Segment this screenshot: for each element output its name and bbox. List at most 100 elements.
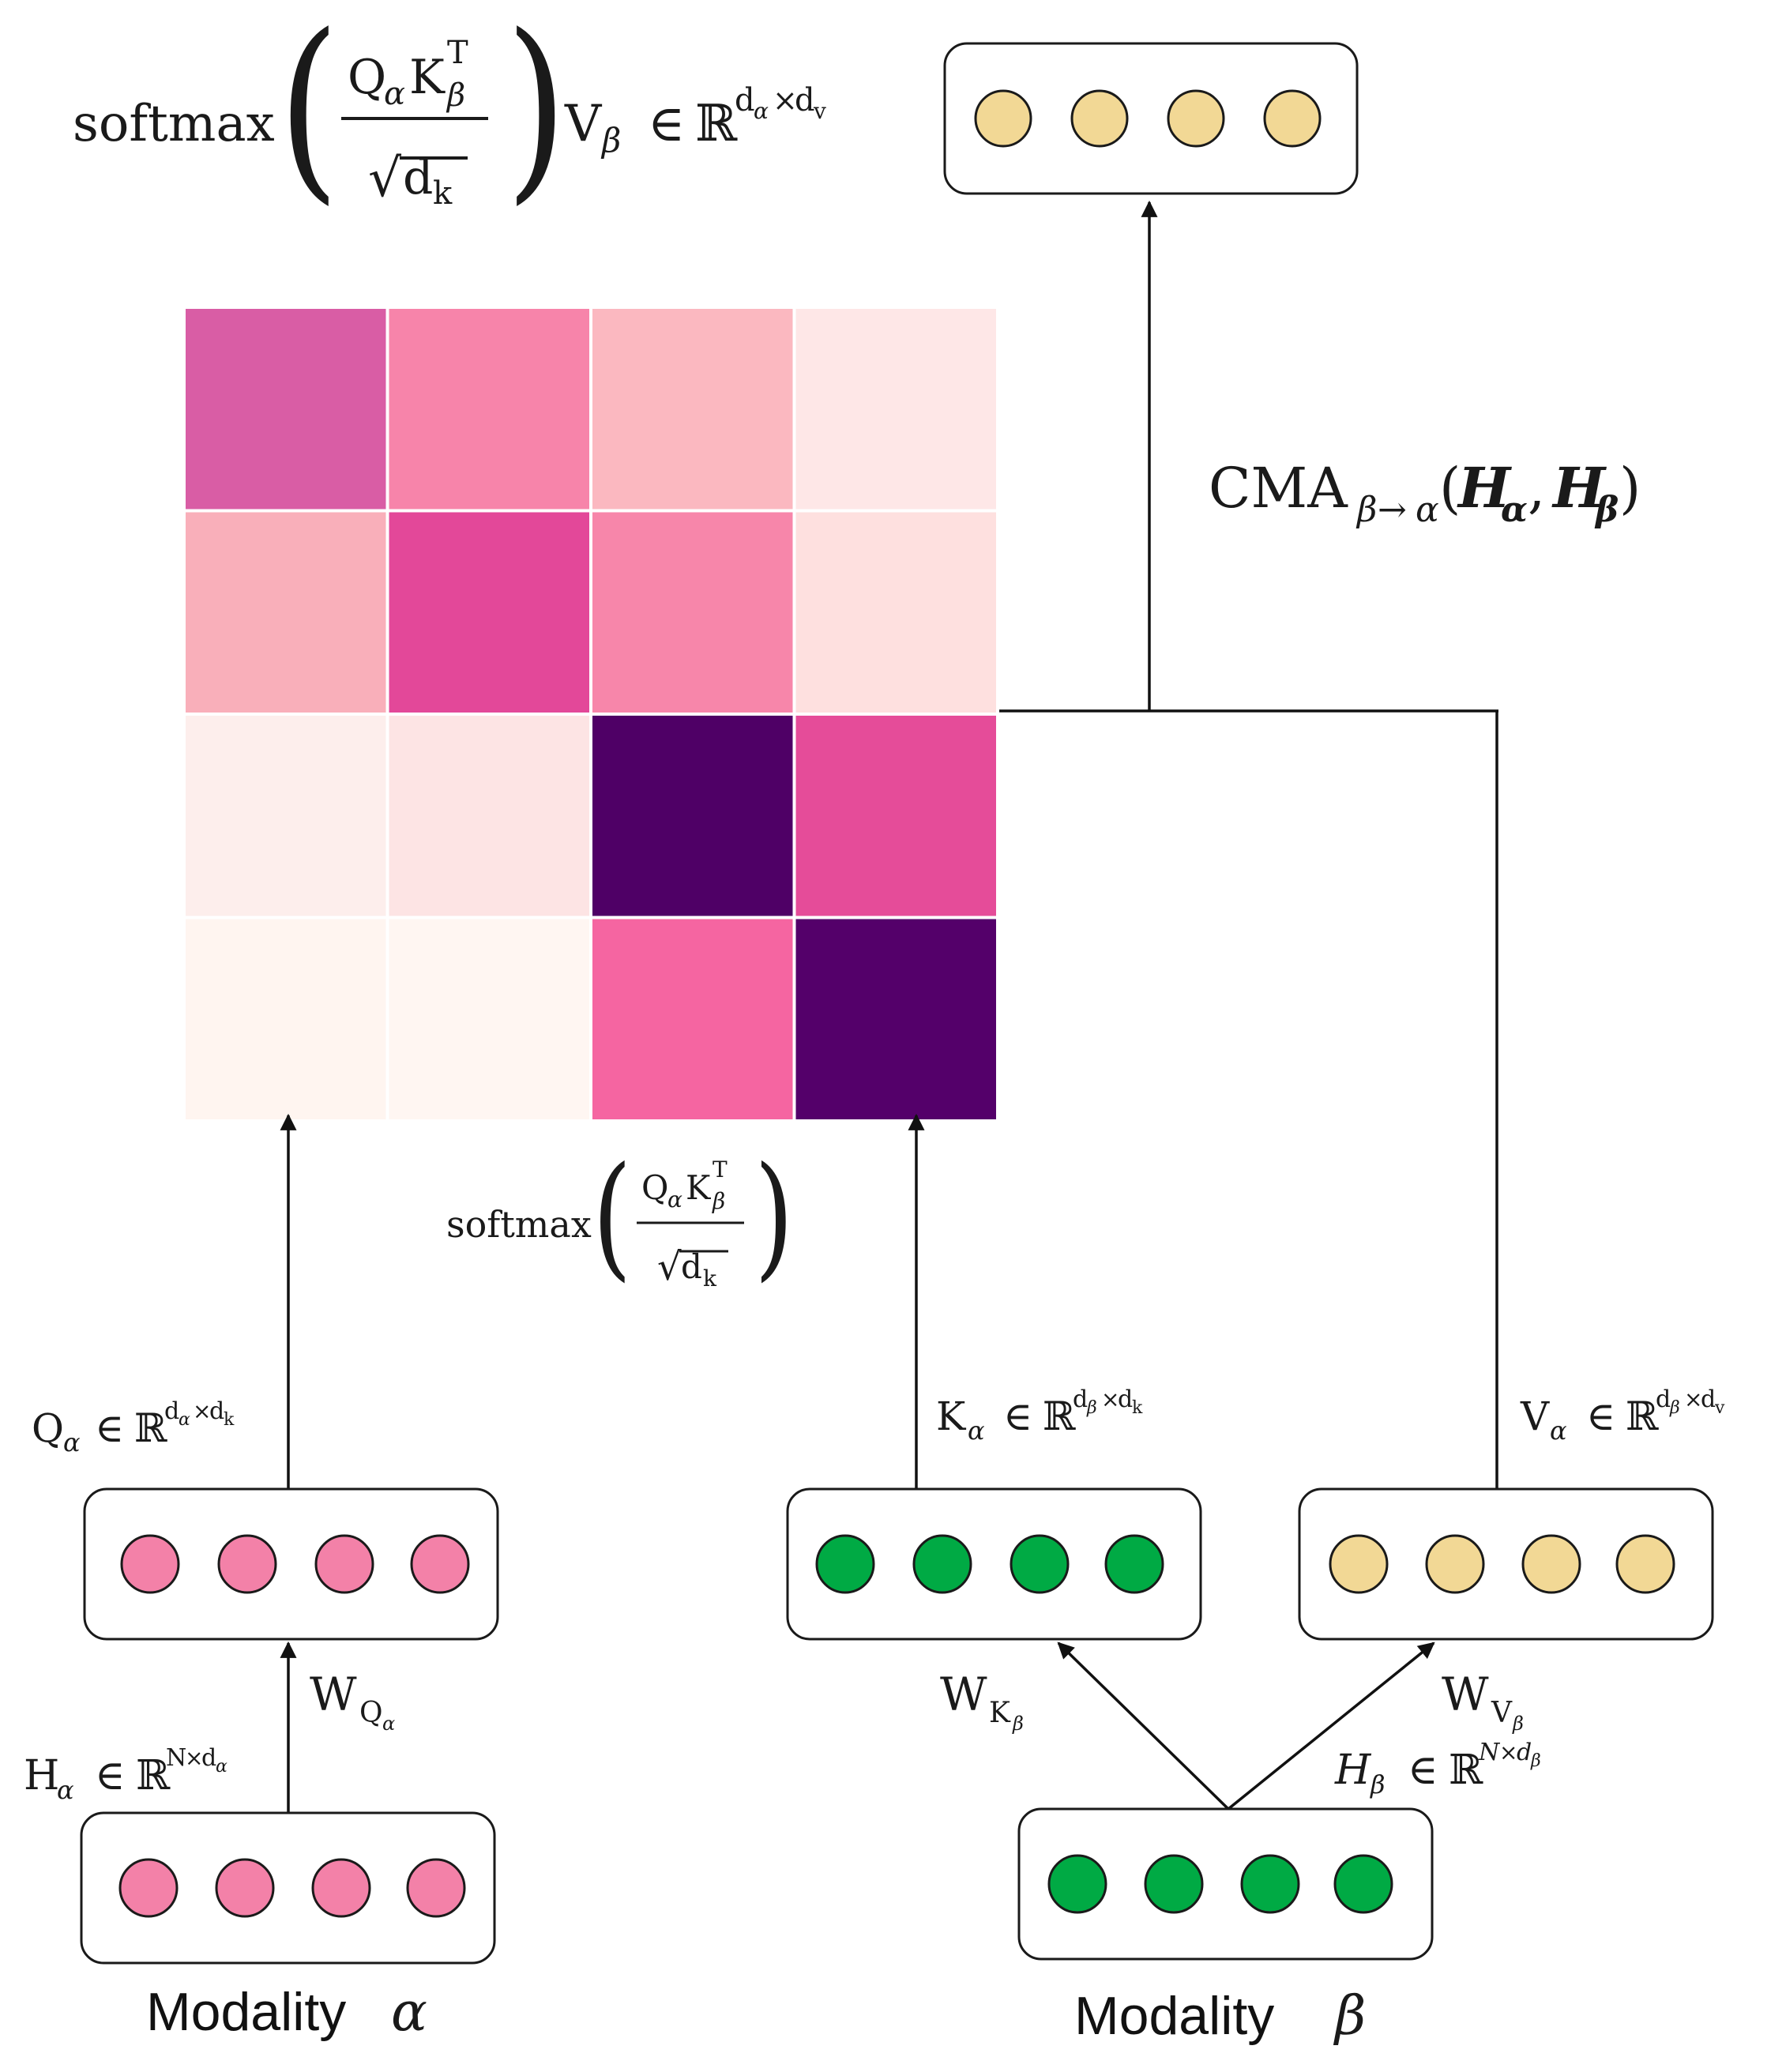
wq-label: W Q α [310, 1668, 395, 1735]
q-R-alpha: α [179, 1410, 190, 1430]
q-Q: Q [32, 1405, 64, 1451]
top-paren-close: ) [506, 0, 567, 223]
mid-den-d: d [681, 1247, 702, 1286]
top-num-Q: Q [348, 50, 386, 105]
embedding-node-4 [1104, 1534, 1164, 1594]
embedding-box-frame [83, 1487, 499, 1641]
mid-num-alpha: α [667, 1186, 682, 1213]
value-embedding-box [1298, 1487, 1714, 1641]
mid-den-k: k [703, 1265, 717, 1292]
arrow-wv-beta [1227, 1641, 1435, 1811]
q-alpha: α [63, 1427, 81, 1457]
cma-H-beta: H [1551, 455, 1607, 521]
wq-alpha: α [382, 1713, 395, 1735]
cma-paren-open: ( [1439, 456, 1461, 521]
v-R: ℝ [1626, 1393, 1659, 1439]
embedding-node-2 [1425, 1534, 1485, 1594]
top-num-beta: β [446, 77, 465, 114]
h-beta-label: H β ∈ ℝ N × d β [1334, 1739, 1541, 1799]
v-R-v: v [1714, 1398, 1725, 1418]
embedding-box-frame [1298, 1487, 1714, 1641]
heatmap-cell-r2-c1 [182, 509, 389, 716]
heatmap-cell-r2-c2 [385, 509, 592, 716]
hb-R-d: d [1517, 1739, 1532, 1766]
modality-beta-word: Modality [1074, 1986, 1274, 2046]
heatmap-cell-r3-c4 [792, 713, 999, 919]
q-R-times: × [193, 1398, 211, 1424]
embedding-node-3 [311, 1858, 371, 1918]
ha-H: H [24, 1752, 59, 1799]
k-alpha: α [968, 1416, 985, 1446]
cma-paren-close: ) [1619, 456, 1641, 521]
cma-H-alpha-sub: α [1501, 490, 1528, 530]
embedding-node-1 [974, 89, 1032, 148]
embedding-node-1 [118, 1858, 179, 1918]
ha-in: ∈ [95, 1752, 126, 1799]
top-num-alpha: α [384, 76, 405, 112]
mid-num-K: K [686, 1168, 712, 1207]
embedding-box-frame [786, 1487, 1202, 1641]
top-R-alpha: α [754, 98, 769, 124]
hb-beta: β [1370, 1769, 1386, 1799]
key-embedding-box [786, 1487, 1202, 1641]
top-den-sqrt: √ [368, 148, 402, 209]
heatmap-cell-r4-c2 [385, 916, 592, 1122]
v-V: V [1520, 1393, 1550, 1439]
embedding-box-frame [80, 1811, 496, 1965]
heatmap-cell-r3-c3 [589, 713, 796, 919]
embedding-node-3 [1240, 1854, 1300, 1914]
top-paren-open: ( [278, 0, 340, 223]
arrow-wk-beta [1057, 1641, 1230, 1811]
heatmap-cell-r4-c4 [792, 916, 999, 1122]
value-label: V α ∈ ℝ d β × d v [1520, 1386, 1725, 1446]
embedding-node-3 [314, 1534, 374, 1594]
cma-comma: , [1528, 456, 1545, 521]
heatmap-cell-r2-c3 [589, 509, 796, 716]
heatmap-cell-r1-c4 [792, 306, 999, 513]
ha-R-alpha: α [216, 1757, 227, 1777]
wv-V: V [1491, 1697, 1513, 1729]
mid-paren-close: ) [754, 1139, 794, 1295]
hb-R-N: N [1478, 1739, 1501, 1766]
connectors [280, 200, 1498, 1813]
modality-beta-symbol: β [1333, 1985, 1366, 2048]
cma-H-alpha: H [1457, 455, 1512, 521]
v-alpha: α [1550, 1416, 1567, 1446]
heatmap-cell-r3-c1 [182, 713, 389, 919]
top-num-K: K [409, 50, 446, 105]
ha-alpha: α [57, 1775, 74, 1805]
mid-softmax-word: softmax [446, 1203, 592, 1246]
h-alpha-label: H α ∈ ℝ N × d α [24, 1744, 227, 1805]
heatmap-cell-r3-c2 [385, 713, 592, 919]
wv-beta: β [1512, 1713, 1524, 1735]
embedding-node-1 [1329, 1534, 1389, 1594]
heatmap-cell-r1-c3 [589, 306, 796, 513]
mid-num-beta: β [712, 1188, 725, 1214]
heatmap-cell-r1-c2 [385, 306, 592, 513]
modality-alpha-caption: Modality α [146, 1981, 427, 2044]
wv-W: W [1442, 1668, 1489, 1721]
hb-in: ∈ [1408, 1747, 1438, 1794]
wv-label: W V β [1442, 1668, 1524, 1735]
embedding-node-2 [1070, 89, 1129, 148]
cma-H-beta-sub: β [1594, 490, 1619, 530]
v-R-times: × [1684, 1386, 1702, 1412]
top-num-T: T [447, 35, 468, 71]
embedding-node-4 [1615, 1534, 1675, 1594]
top-softmax-word: softmax [73, 95, 275, 153]
embedding-node-3 [1521, 1534, 1581, 1594]
embedding-box-frame [1017, 1807, 1434, 1961]
ha-R: ℝ [136, 1752, 171, 1799]
top-R-d2: d [795, 82, 815, 118]
v-R-d1: d [1656, 1386, 1671, 1413]
embedding-node-4 [1263, 89, 1322, 148]
modality-alpha-word: Modality [146, 1982, 346, 2042]
modality-alpha-input-box [80, 1811, 496, 1965]
embedding-node-2 [912, 1534, 972, 1594]
embedding-box-frame [943, 42, 1359, 195]
q-R-k: k [224, 1410, 235, 1430]
embedding-node-1 [815, 1534, 875, 1594]
ha-R-times: × [185, 1745, 203, 1771]
key-label: K α ∈ ℝ d β × d k [936, 1386, 1143, 1446]
